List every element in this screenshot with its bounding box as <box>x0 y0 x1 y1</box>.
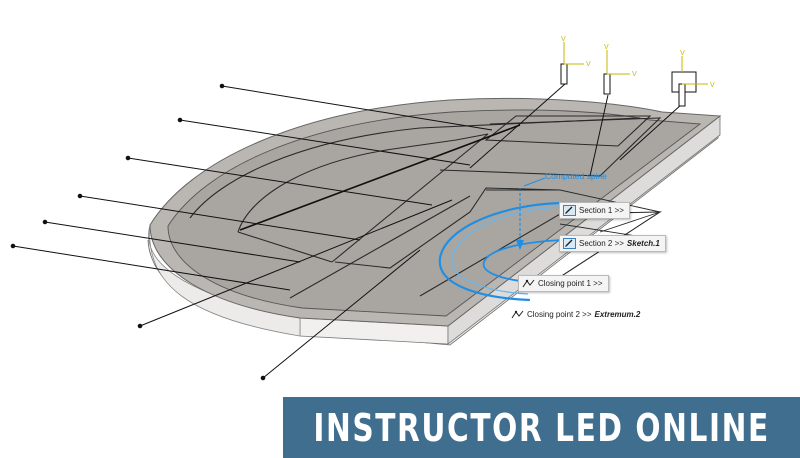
closing-point-icon <box>511 310 524 319</box>
computed-spine-label: Computed spine <box>545 171 607 181</box>
axis-marker-1-icon: VV <box>560 36 591 85</box>
banner-text: INSTRUCTOR LED ONLINE <box>313 405 770 450</box>
closing-point-1-label: Closing point 1 >> <box>538 279 603 288</box>
svg-text:V: V <box>710 82 715 89</box>
computed-spine <box>438 177 563 302</box>
axis-marker-3-icon: VV <box>671 50 715 107</box>
feature-line <box>239 124 521 231</box>
svg-text:V: V <box>680 50 685 57</box>
closing-point-2-label: Closing point 2 >> <box>527 310 592 319</box>
closing-point-2-value: Extremum.2 <box>594 310 641 319</box>
svg-text:V: V <box>586 61 591 68</box>
plate-left-rim <box>148 224 301 337</box>
svg-text:V: V <box>561 36 566 43</box>
section-2-value: Sketch.1 <box>626 239 660 248</box>
closing-point-1-callout[interactable]: Closing point 1 >> <box>518 275 609 292</box>
closing-point-2-callout[interactable]: Closing point 2 >> Extremum.2 <box>508 307 645 322</box>
axis-markers: VV VV VV <box>560 36 715 107</box>
svg-text:V: V <box>604 44 609 51</box>
leader-lines <box>10 83 683 381</box>
section-1-label: Section 1 >> <box>579 206 624 215</box>
section-edit-icon <box>563 238 576 249</box>
section-2-label: Section 2 >> <box>579 239 624 248</box>
instructor-led-banner: INSTRUCTOR LED ONLINE <box>283 397 800 458</box>
section-edit-icon <box>563 205 576 216</box>
closing-point-icon <box>522 279 535 288</box>
section-2-callout[interactable]: Section 2 >> Sketch.1 <box>559 235 666 252</box>
section-1-callout[interactable]: Section 1 >> <box>559 202 630 219</box>
plate-inner-rim <box>167 109 702 317</box>
svg-text:V: V <box>632 71 637 78</box>
axis-marker-2-icon: VV <box>603 44 637 95</box>
